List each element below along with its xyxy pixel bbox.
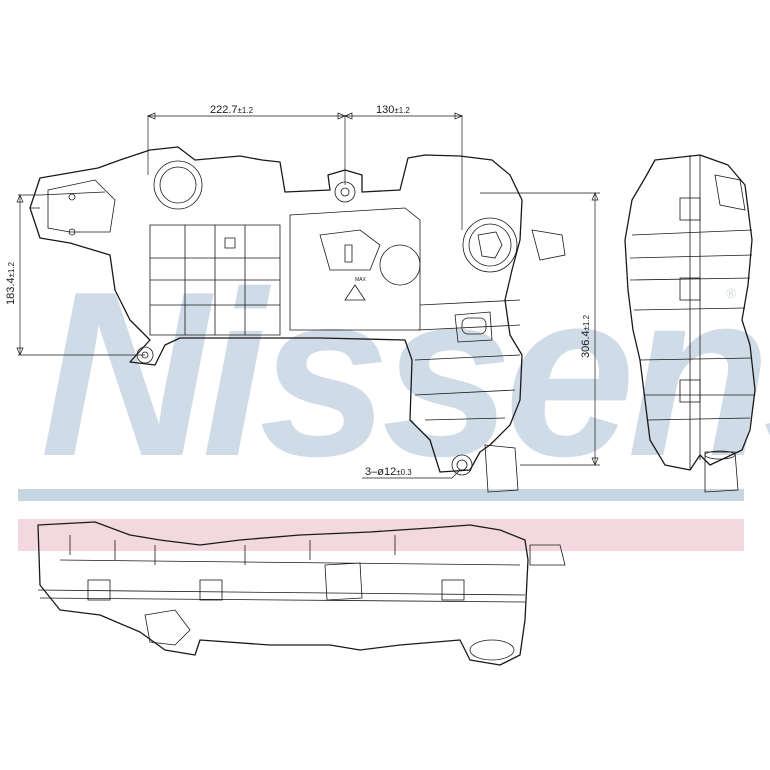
- blue-band: [18, 489, 744, 501]
- dim-width-right: 130±1.2: [376, 104, 410, 116]
- bottom-view: [37, 521, 566, 666]
- pink-band: [18, 519, 744, 551]
- registered-mark: ®: [726, 285, 737, 301]
- dimension-labels: 222.7±1.2 130±1.2 183.4±1.2 306.4±1.2 3–…: [5, 104, 592, 478]
- dim-height-right: 306.4±1.2: [580, 314, 592, 358]
- dimension-lines: [16, 112, 600, 479]
- side-view: [624, 154, 756, 493]
- dim-holes: 3–ø12±0.3: [365, 466, 412, 478]
- max-label: MAX: [355, 277, 367, 283]
- watermark: Nissens ®: [40, 242, 770, 505]
- watermark-text: Nissens: [40, 242, 770, 505]
- front-view: MAX: [29, 146, 566, 493]
- dim-width-left: 222.7±1.2: [210, 104, 254, 116]
- dim-height-left: 183.4±1.2: [5, 261, 17, 305]
